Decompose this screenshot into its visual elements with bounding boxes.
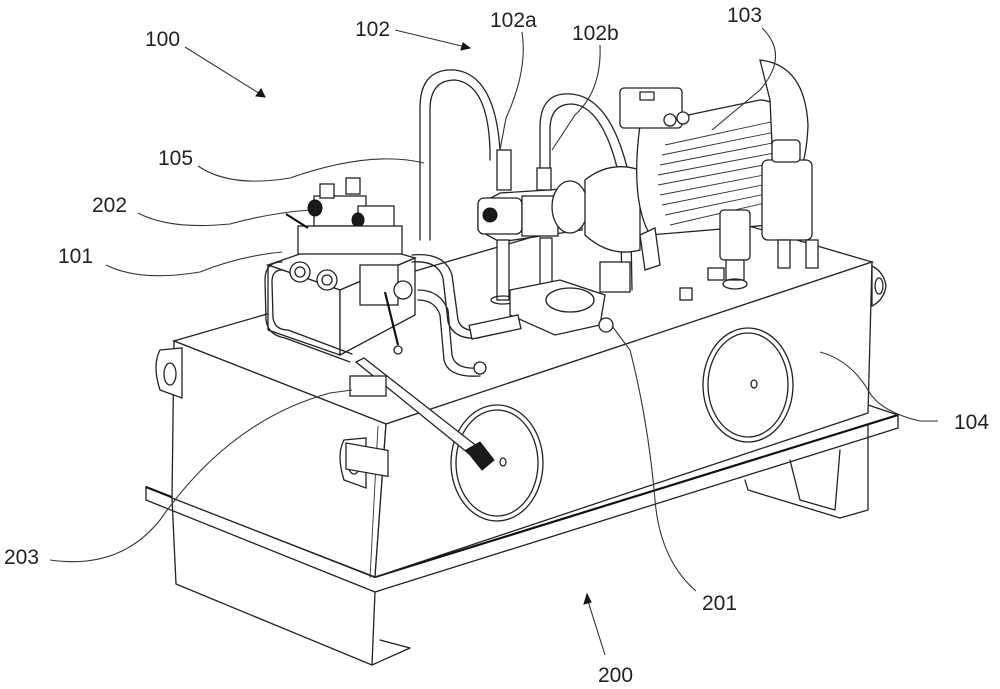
small-fittings xyxy=(473,267,725,375)
reference-labels: 100 102 102a 102b 103 105 202 101 104 20… xyxy=(4,4,989,687)
return-filter xyxy=(761,139,819,269)
label-101: 101 xyxy=(58,245,93,268)
label-102b: 102b xyxy=(572,22,619,45)
oil-tank xyxy=(155,199,887,579)
solenoid-valves xyxy=(285,177,403,255)
hand-lever xyxy=(345,357,495,478)
label-104: 104 xyxy=(954,411,989,434)
pump-assembly xyxy=(477,149,641,305)
manual-pump xyxy=(468,261,631,340)
label-200: 200 xyxy=(598,664,633,687)
label-105: 105 xyxy=(158,147,193,170)
label-201: 201 xyxy=(702,592,737,615)
label-102: 102 xyxy=(355,18,390,41)
label-203: 203 xyxy=(4,546,39,569)
label-202: 202 xyxy=(92,194,127,217)
label-100: 100 xyxy=(145,28,180,51)
label-102a: 102a xyxy=(490,9,537,32)
inspection-cover-left xyxy=(450,404,544,522)
leader-lines xyxy=(49,27,938,656)
air-breather xyxy=(719,209,751,290)
inspection-cover-right xyxy=(702,327,794,443)
label-103: 103 xyxy=(727,4,762,27)
hose-pipes xyxy=(264,69,633,377)
